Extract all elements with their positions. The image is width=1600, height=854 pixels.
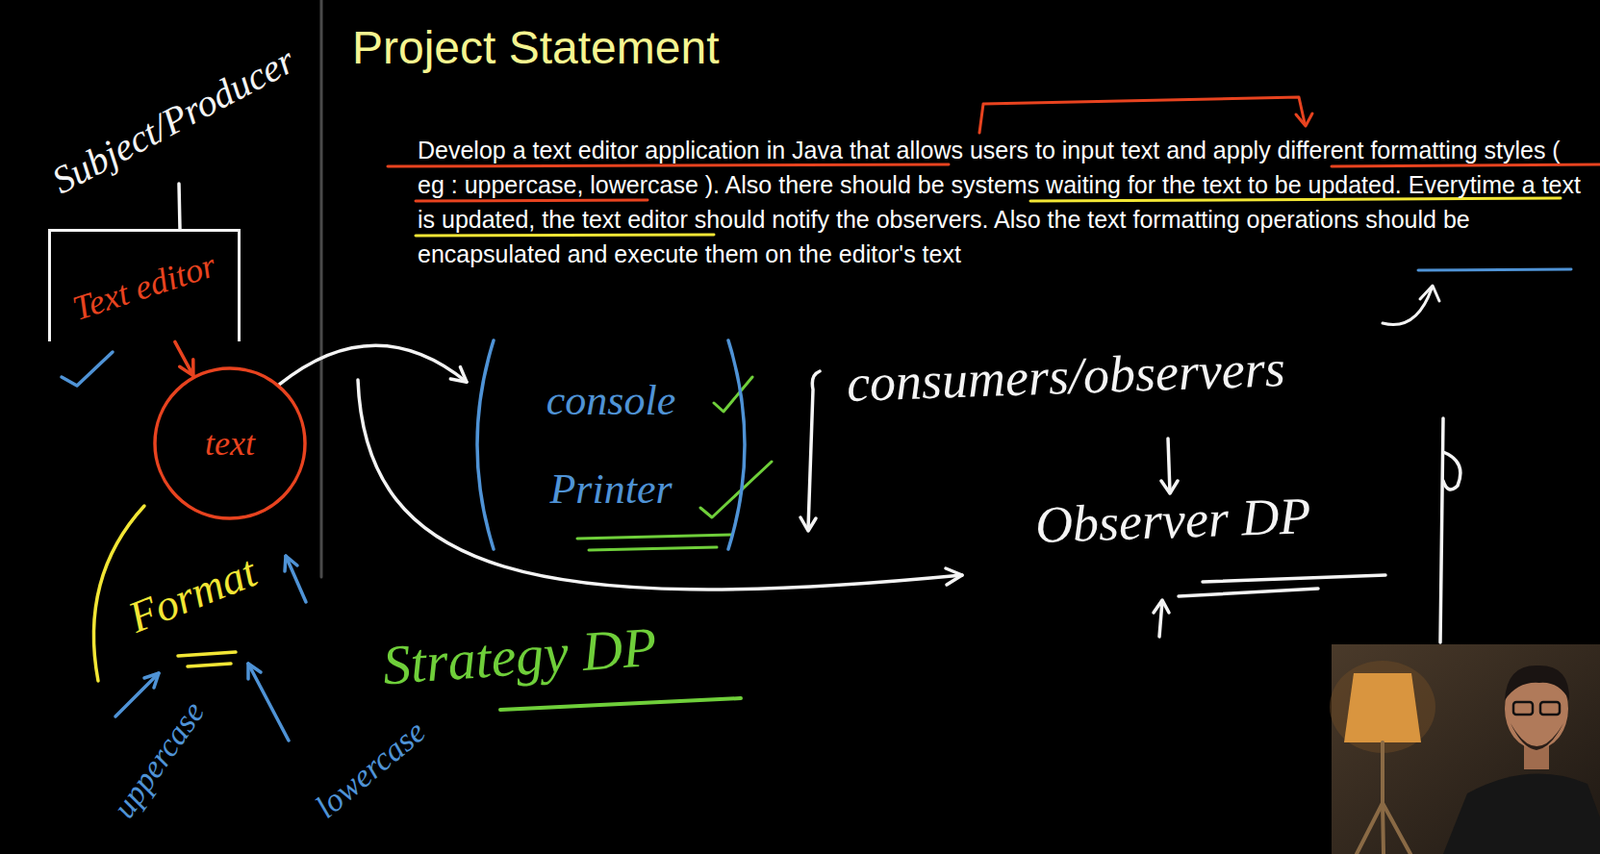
yellow-underline: [415, 234, 714, 236]
node-text: console: [546, 376, 676, 426]
blue-arrow: [285, 556, 306, 603]
yellow-mark: [187, 663, 231, 667]
handwritten-note: lowercase: [307, 713, 432, 827]
arrow-head: [179, 359, 194, 377]
lamp-leg: [1356, 803, 1383, 854]
lamp-pole: [1380, 742, 1385, 804]
stroke-loop: [1443, 452, 1461, 490]
green-underline: [577, 534, 732, 539]
blue-underline: [1418, 269, 1572, 271]
problem-statement: Develop a text editor application in Jav…: [417, 132, 1587, 272]
white-underline: [1202, 575, 1386, 583]
blue-arrow: [115, 673, 159, 717]
lamp-shade: [1344, 673, 1422, 743]
pattern-name: Strategy DP: [380, 614, 659, 699]
connector-line: [175, 341, 194, 376]
node-text: Text editor: [67, 244, 221, 329]
lamp-glow: [1329, 660, 1436, 754]
up-arrow-head: [1153, 600, 1169, 613]
brace: [808, 371, 820, 530]
red-arrow-line: [979, 97, 1305, 133]
red-underline: [1331, 164, 1600, 167]
blue-arrow-head: [284, 556, 298, 572]
green-check: [700, 461, 772, 518]
connector: [279, 345, 467, 384]
person-glasses: [1540, 702, 1560, 715]
node-text: text: [204, 423, 255, 464]
blue-arrow-head: [248, 663, 261, 680]
blue-arrow: [248, 663, 289, 741]
curl-arrow-head: [1420, 285, 1440, 302]
paren-group: consolePrinter: [466, 336, 756, 554]
red-underline: [387, 164, 949, 167]
panel-divider: [320, 0, 324, 578]
pattern-name: Observer DP: [1034, 485, 1312, 556]
node-text: Printer: [549, 464, 672, 514]
lamp-leg: [1382, 803, 1384, 854]
person-hair: [1504, 665, 1570, 701]
person-beard: [1510, 723, 1564, 751]
lamp-leg: [1382, 803, 1411, 854]
brace-head: [800, 517, 816, 532]
green-underline: [500, 698, 741, 711]
green-underline: [588, 547, 717, 551]
title: Project Statement: [352, 21, 720, 75]
handwritten-note: Format: [121, 546, 264, 644]
connector: [175, 341, 194, 376]
arrow-head: [450, 367, 467, 383]
yellow-underline: [1030, 198, 1561, 202]
handwritten-note: Subject/Producer: [44, 37, 303, 204]
person-body: [1443, 774, 1600, 854]
green-check: [713, 377, 753, 412]
right-paren: [728, 340, 745, 550]
bracket-box: Text editor: [48, 228, 241, 342]
observer-curve-head: [945, 568, 963, 585]
blue-arrow-head: [144, 673, 159, 688]
bracket-stem: [178, 183, 180, 229]
connector-line: [279, 345, 467, 384]
handwritten-note: consumers/observers: [845, 338, 1287, 414]
handwritten-note: uppercase: [105, 694, 213, 825]
red-arrow-head: [1295, 113, 1313, 127]
left-paren: [477, 340, 494, 550]
circle-node: text: [152, 366, 307, 521]
white-underline: [1178, 588, 1319, 597]
circle-outline: [154, 368, 305, 519]
person-glasses: [1513, 702, 1533, 715]
yellow-mark: [177, 652, 236, 657]
tick-mark: [61, 352, 113, 386]
down-arrow: [1168, 438, 1170, 493]
red-underline: [415, 200, 648, 202]
node-outline: [466, 336, 756, 554]
